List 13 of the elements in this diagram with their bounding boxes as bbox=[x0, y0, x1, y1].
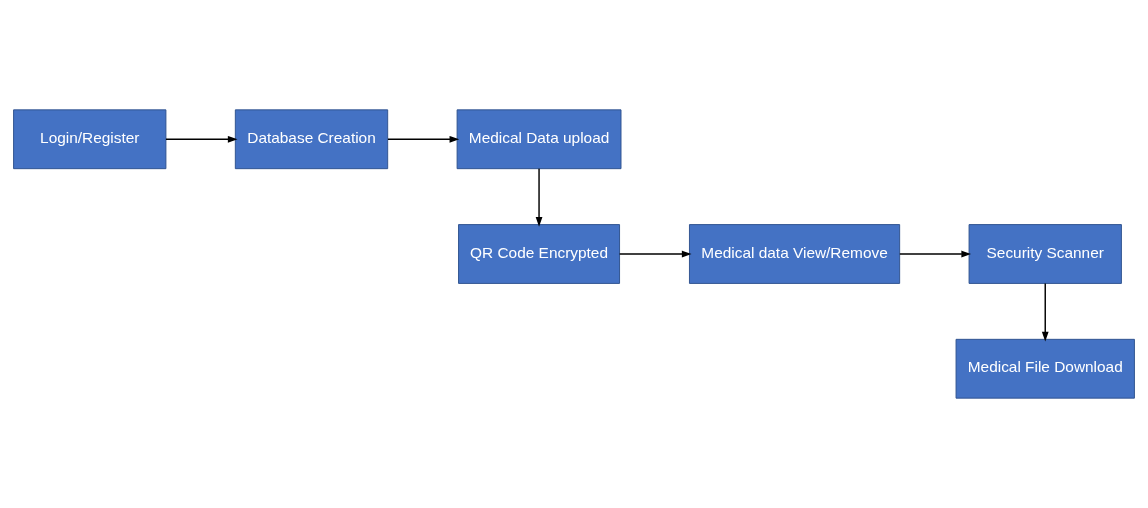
arrow bbox=[1041, 282, 1049, 342]
arrow bbox=[618, 250, 692, 258]
node-box: Medical data View/Remove bbox=[689, 224, 901, 284]
node-box: Medical Data upload bbox=[456, 109, 622, 170]
node-box: QR Code Encrypted bbox=[458, 224, 621, 284]
node-box: Login/Register bbox=[13, 109, 167, 170]
node-box: Security Scanner bbox=[968, 224, 1122, 284]
arrow bbox=[165, 135, 238, 143]
arrow bbox=[387, 135, 460, 143]
node-box: Database Creation bbox=[234, 109, 389, 170]
node-box: Medical File Download bbox=[955, 338, 1135, 399]
arrow bbox=[535, 167, 543, 227]
arrow bbox=[899, 250, 972, 258]
